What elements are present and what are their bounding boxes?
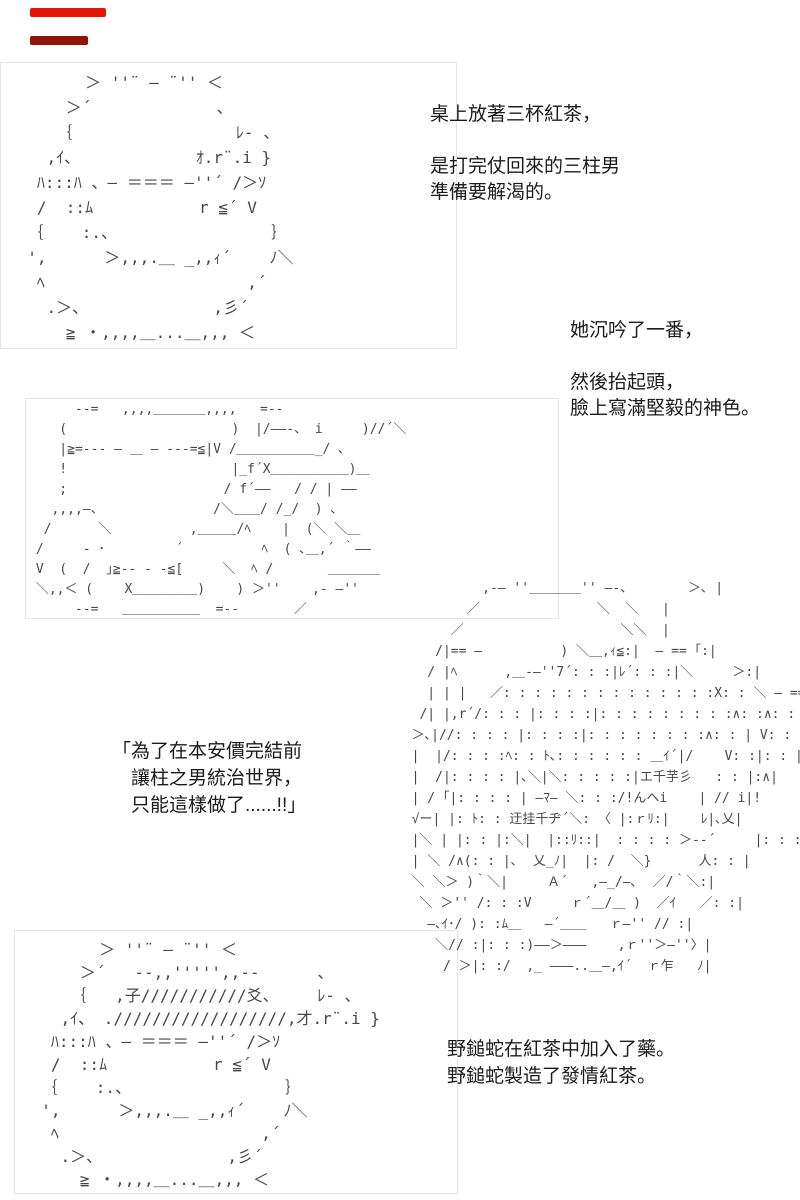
ascii-art-teacup-hand: --= ,,,,＿＿＿＿,,,, =-- ( ) |/――-、 i )//´＼ … bbox=[35, 402, 407, 617]
narration-block-4: 野鎚蛇在紅茶中加入了藥。 野鎚蛇製造了發情紅茶。 bbox=[447, 1039, 676, 1087]
panel-teacup-drugged bbox=[14, 930, 458, 1194]
red-marker-stroke-2 bbox=[30, 36, 88, 45]
ascii-art-character-face: ,-― ''＿＿＿＿'' ―-、 ＞､ | ／ ＼ ＼ | ／ ＼＼ | /|=… bbox=[411, 581, 800, 974]
red-marker-stroke-1 bbox=[30, 8, 106, 17]
panel-teacup-top bbox=[0, 62, 457, 349]
narration-quote-block: 「為了在本安價完結前 讓柱之男統治世界， 只能這樣做了......!!」 bbox=[112, 741, 307, 816]
panel-teacup-hand bbox=[25, 398, 559, 619]
ascii-art-teacup-top: ＞ ''¨ ― ¨'' ＜ ＞´ 、 ｛ ﾚ- 、 ,ｲ、 ｵ.r¨.i } ﾊ… bbox=[27, 73, 294, 342]
narration-block-2: 她沉吟了一番， 然後抬起頭， 臉上寫滿堅毅的神色。 bbox=[570, 320, 761, 419]
ascii-art-teacup-drugged: ＞ ''¨ ― ¨'' ＜ ＞´ --,,''''',,-- 、 ｛ ,子///… bbox=[41, 940, 380, 1189]
narration-block-1: 桌上放著三杯紅茶， 是打完仗回來的三柱男 準備要解渴的。 bbox=[430, 104, 621, 203]
